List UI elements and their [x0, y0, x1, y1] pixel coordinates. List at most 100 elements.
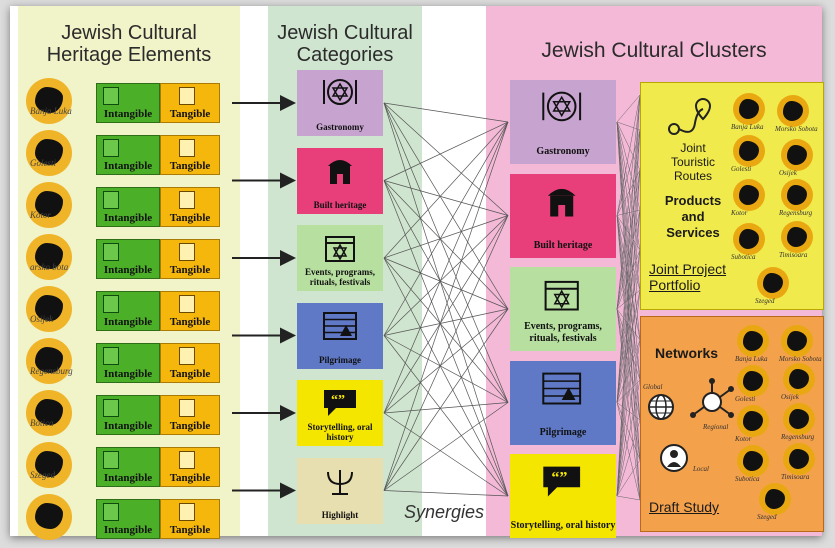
city-map — [757, 267, 789, 299]
cluster-link-line — [616, 459, 641, 497]
city-map-label: Szeged — [757, 513, 777, 521]
synergy-line — [383, 102, 509, 123]
cluster-box: Gastronomy — [510, 80, 616, 164]
intangible-box: Intangible — [96, 83, 160, 123]
cluster-link-line — [616, 215, 641, 251]
tangible-label: Tangible — [169, 420, 211, 432]
wall-star-icon — [323, 311, 357, 340]
synergy-line — [383, 308, 509, 336]
city-map-silhouette — [35, 87, 63, 113]
city-map-silhouette — [35, 139, 63, 165]
intangible-box: Intangible — [96, 447, 160, 487]
intangible-icon — [103, 191, 119, 209]
cluster-box: Pilgrimage — [510, 360, 616, 445]
tangible-label: Tangible — [169, 316, 211, 328]
categories-title-line2: Categories — [296, 44, 394, 66]
cluster-link-line — [616, 289, 641, 497]
cluster-link-line — [616, 169, 641, 403]
synergy-line — [383, 215, 509, 491]
draft-study-link[interactable]: Draft Study — [649, 499, 720, 515]
city-map-circle — [26, 494, 72, 540]
cluster-link-line — [616, 209, 641, 497]
tangible-icon — [179, 295, 195, 313]
cluster-box: Events, programs, rituals, festivals — [510, 267, 616, 351]
city-map-label: Osijek — [779, 169, 797, 177]
categories-title-line1: Jewish Cultural — [277, 22, 413, 44]
synergy-line — [383, 335, 509, 403]
regional-label: Regional — [703, 423, 729, 431]
cluster-link-line — [616, 121, 641, 461]
intangible-label: Intangible — [103, 420, 153, 432]
city-label: Banja Luka — [30, 106, 72, 116]
globe-icon — [648, 394, 674, 420]
synagogue-icon — [547, 188, 576, 216]
city-map-label: Timisoara — [779, 251, 808, 259]
city-map — [733, 223, 765, 255]
cluster-link-line — [616, 402, 641, 461]
intangible-label: Intangible — [103, 264, 153, 276]
synergies-label: Synergies — [404, 502, 485, 522]
city-map-label: Regensburg — [779, 209, 813, 217]
cluster-link-line — [616, 94, 641, 216]
joint-project-portfolio-link[interactable]: Joint Project Portfolio — [649, 261, 726, 293]
city-map-label: Banja Luka — [735, 355, 768, 363]
intangible-box: Intangible — [96, 395, 160, 435]
products-line1: Products — [664, 193, 722, 208]
cluster-link-line — [616, 495, 641, 501]
tangible-icon — [179, 503, 195, 521]
intangible-icon — [103, 399, 119, 417]
synergy-line — [383, 335, 509, 497]
tangible-label: Tangible — [169, 368, 211, 380]
tangible-box: Tangible — [160, 447, 220, 487]
cluster-link-line — [616, 121, 641, 291]
category-wall-star: Pilgrimage — [297, 302, 383, 369]
heritage-elements-title-line2: Heritage Elements — [46, 44, 212, 66]
routes-line1: Joint — [680, 141, 706, 155]
category-speech-bubble: “”Storytelling, oral history — [297, 380, 383, 446]
networks-title: Networks — [655, 345, 719, 361]
routes-line3: Routes — [673, 169, 713, 183]
plate-star-icon — [323, 79, 357, 105]
city-map — [733, 179, 765, 211]
city-map-silhouette — [35, 451, 63, 477]
cluster-box: Built heritage — [510, 173, 616, 258]
city-label: Golesti — [30, 158, 56, 168]
tangible-icon — [179, 399, 195, 417]
city-map-label: Banja Luka — [731, 123, 764, 131]
city-map-circle — [26, 286, 72, 332]
cluster-link-line — [616, 94, 641, 403]
synergy-line — [383, 402, 509, 414]
city-map-label: Golesti — [735, 395, 756, 403]
tangible-icon — [179, 139, 195, 157]
synergy-line — [383, 102, 509, 497]
city-map-circle — [26, 390, 72, 436]
cluster-link-line — [616, 249, 641, 403]
city-map — [777, 95, 809, 127]
categories-panel: Jewish Cultural Categories — [268, 6, 422, 536]
cluster-link-line — [616, 121, 641, 211]
category-label: Built heritage — [313, 199, 367, 210]
cluster-label: Events, programs, rituals, festivals — [524, 321, 602, 344]
svg-text:“”: “” — [331, 393, 345, 408]
speech-bubble-icon: “” — [324, 390, 356, 416]
networks-panel: Networks Global Regional Local Draft Stu… — [640, 316, 824, 532]
city-map-silhouette — [35, 347, 63, 373]
category-synagogue: Built heritage — [297, 147, 383, 214]
synergy-line — [383, 308, 509, 491]
cluster-link-line — [616, 94, 641, 310]
synergy-line — [383, 121, 509, 336]
synergy-line — [383, 102, 509, 310]
svg-text:“”: “” — [551, 470, 567, 487]
plate-star-icon — [542, 91, 582, 122]
network-hub-icon — [690, 378, 734, 418]
tangible-box: Tangible — [160, 83, 220, 123]
synergy-line — [383, 215, 509, 336]
city-map-label: Subotica — [735, 475, 760, 483]
city-map-silhouette — [35, 503, 63, 529]
